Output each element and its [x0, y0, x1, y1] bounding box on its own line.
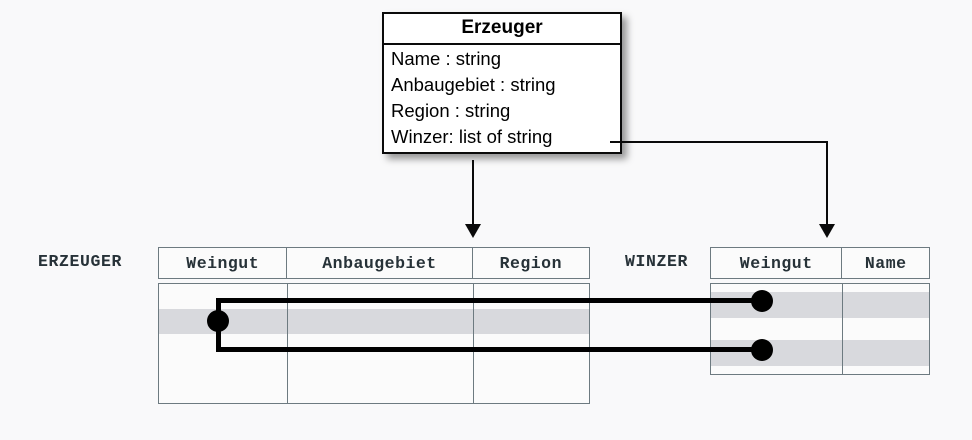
column-divider [287, 284, 288, 403]
table-row [159, 309, 589, 334]
mapping-arrow-winzer-segment-horizontal [610, 141, 828, 143]
table-header-erzeuger: Weingut Anbaugebiet Region [158, 247, 590, 279]
uml-attribute-compartment: Name : string Anbaugebiet : string Regio… [384, 45, 620, 152]
column-header-region: Region [499, 253, 562, 273]
uml-attribute: Anbaugebiet : string [391, 74, 556, 95]
column-divider [473, 284, 474, 403]
uml-class-name: Erzeuger [384, 14, 620, 45]
column-header-name: Name [864, 253, 907, 273]
mapping-arrow-erzeuger-head [465, 224, 481, 238]
column-header-anbaugebiet: Anbaugebiet [287, 248, 473, 278]
column-header-weingut: Weingut [159, 248, 288, 278]
table-body-winzer [710, 283, 930, 375]
relationship-endpoint-dot-winzer-1 [751, 290, 773, 312]
table-label-erzeuger: ERZEUGER [38, 252, 123, 271]
table-header-winzer: Weingut Name [710, 247, 930, 279]
relationship-endpoint-dot-erzeuger [207, 310, 229, 332]
uml-attribute: Name : string [391, 48, 502, 69]
column-divider [842, 284, 843, 374]
column-header-weingut: Weingut [711, 248, 843, 278]
relationship-endpoint-dot-winzer-2 [751, 339, 773, 361]
uml-class-box-erzeuger: Erzeuger Name : string Anbaugebiet : str… [382, 12, 622, 154]
relationship-link-upper-segment [216, 298, 764, 303]
relationship-link-lower-segment [216, 347, 764, 352]
uml-attribute: Winzer: list of string [391, 126, 553, 147]
mapping-arrow-winzer-segment-vertical [826, 141, 828, 228]
mapping-arrow-winzer-head [819, 224, 835, 238]
mapping-arrow-erzeuger-shaft [472, 160, 474, 228]
table-body-erzeuger [158, 283, 590, 404]
table-row [711, 340, 929, 366]
uml-attribute: Region : string [391, 100, 511, 121]
table-label-winzer: WINZER [625, 252, 689, 271]
table-row [711, 292, 929, 318]
